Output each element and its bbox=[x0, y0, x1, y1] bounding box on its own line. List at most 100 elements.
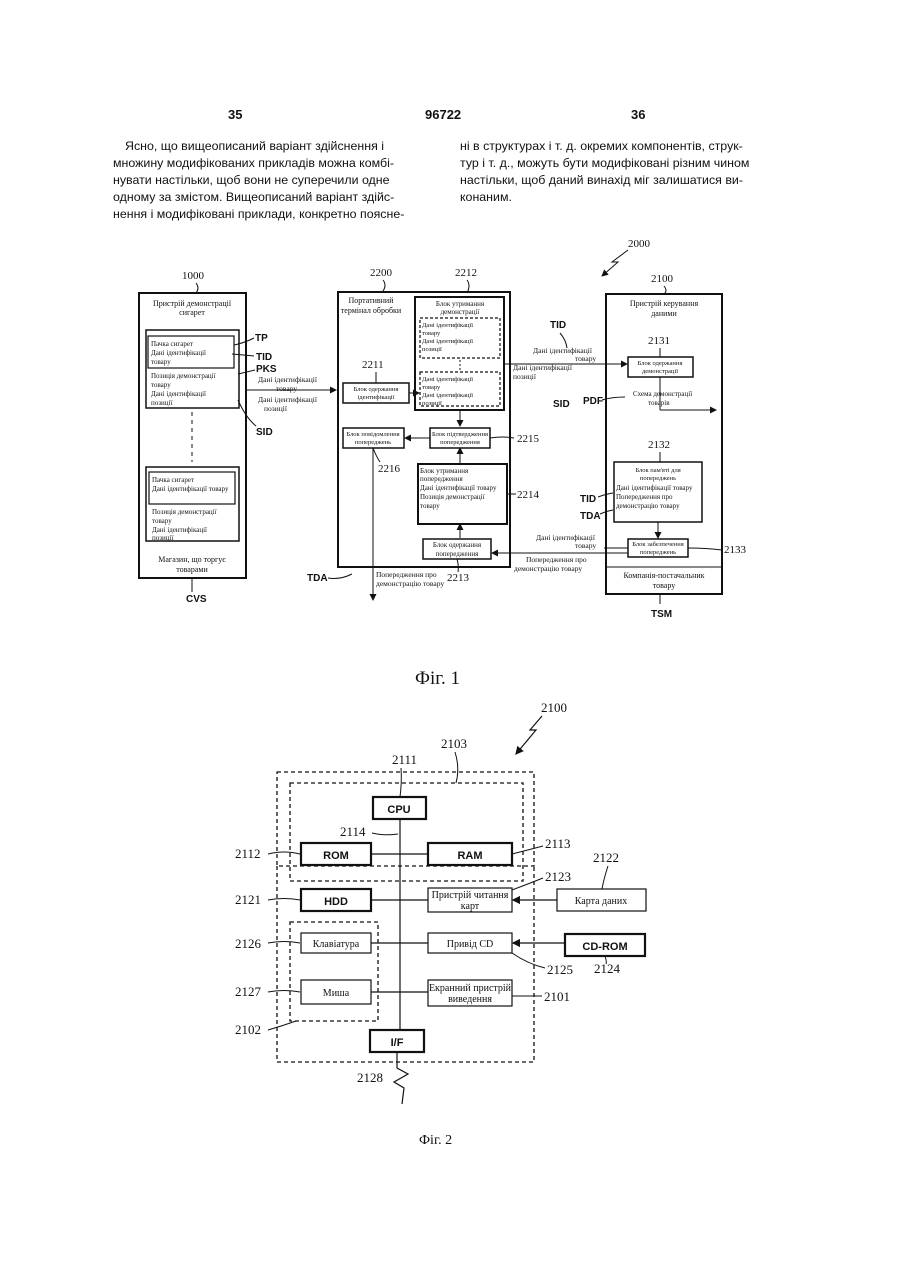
label: товару bbox=[152, 517, 172, 525]
ref-label: 2103 bbox=[441, 736, 467, 751]
label: демонстрації bbox=[441, 308, 480, 316]
code-label: TDA bbox=[307, 573, 328, 584]
label: ідентифікації bbox=[358, 394, 395, 401]
label: Дані ідентифікації товару bbox=[420, 484, 497, 492]
ref-label: 2125 bbox=[547, 962, 573, 977]
label: демонстрацію товару bbox=[376, 579, 444, 588]
ref-label: 2128 bbox=[357, 1070, 383, 1085]
label: демонстрацію товару bbox=[514, 564, 582, 573]
label: позиції bbox=[422, 400, 442, 407]
ref-label: 2123 bbox=[545, 869, 571, 884]
label: Дані ідентифікації bbox=[258, 395, 318, 404]
label: Дані ідентифікації bbox=[258, 375, 318, 384]
label: Дані ідентифікації bbox=[422, 338, 473, 345]
label: позиції bbox=[422, 346, 442, 353]
label: Блок утримання bbox=[420, 467, 469, 475]
code-label: TP bbox=[255, 333, 268, 344]
label: Дані ідентифікації товару bbox=[616, 484, 693, 492]
label: Дані ідентифікації bbox=[151, 349, 206, 357]
label: Позиція демонстрації bbox=[151, 372, 216, 380]
ref-label: 2111 bbox=[392, 752, 417, 767]
ref-label: 2100 bbox=[651, 273, 674, 285]
label: товарами bbox=[176, 565, 208, 574]
label: демонстрації bbox=[642, 368, 678, 375]
label: Пачка сигарет bbox=[152, 476, 194, 484]
label: Попередження про bbox=[376, 570, 437, 579]
label: попередження bbox=[440, 439, 480, 446]
label: Пачка сигарет bbox=[151, 340, 193, 348]
ref-label: 2126 bbox=[235, 936, 262, 951]
label: позиції bbox=[151, 399, 172, 407]
label: товару bbox=[151, 358, 171, 366]
label: товару bbox=[422, 330, 441, 337]
label: товару bbox=[653, 581, 676, 590]
ram-label: RAM bbox=[457, 850, 482, 862]
ref-label: 2102 bbox=[235, 1022, 261, 1037]
store-title: сигарет bbox=[179, 308, 205, 317]
code-label: TSM bbox=[651, 609, 672, 620]
code-label: TID bbox=[580, 494, 596, 505]
input-devices-box bbox=[290, 922, 378, 1021]
label: Пристрій керування bbox=[630, 299, 699, 308]
label: Магазин, що торгує bbox=[158, 555, 226, 564]
code-label: PKS bbox=[256, 364, 277, 375]
label: товару bbox=[575, 354, 596, 363]
label: Дані ідентифікації bbox=[422, 392, 473, 399]
ref-label: 2133 bbox=[724, 544, 747, 556]
label: Дані ідентифікації bbox=[152, 526, 207, 534]
code-label: TDA bbox=[580, 511, 601, 522]
code-label: SID bbox=[553, 399, 570, 410]
figure-1: 2000 1000 Пристрій демонстрації сигарет … bbox=[139, 238, 747, 620]
ref-label: 2214 bbox=[517, 489, 540, 501]
cpu-label: CPU bbox=[387, 804, 410, 816]
label: Пристрій читання bbox=[432, 890, 509, 901]
label: Блок повідомлення bbox=[346, 431, 399, 438]
label: Компанія-постачальник bbox=[623, 571, 704, 580]
ref-label: 2127 bbox=[235, 984, 262, 999]
label: Попередження про bbox=[526, 555, 587, 564]
label: попереджень bbox=[640, 549, 676, 556]
label: демонстрацію товару bbox=[616, 502, 680, 510]
figure-2: 2100 2103 2111 2114 CPU ROM RAM 2112 211… bbox=[235, 700, 646, 1104]
code-label: SID bbox=[256, 427, 273, 438]
label: Карта даних bbox=[575, 896, 628, 907]
figure-2-caption: Фіг. 2 bbox=[419, 1133, 452, 1149]
ref-label: 2213 bbox=[447, 572, 470, 584]
ref-label: 2101 bbox=[544, 989, 570, 1004]
ref-label: 2216 bbox=[378, 463, 401, 475]
ref-label: 2112 bbox=[235, 846, 261, 861]
label: Дані ідентифікації bbox=[422, 376, 473, 383]
label: Дані ідентифікації bbox=[422, 322, 473, 329]
store-title: Пристрій демонстрації bbox=[153, 299, 232, 308]
label: Привід CD bbox=[447, 939, 494, 950]
label: товару bbox=[420, 502, 440, 510]
label: Портативний bbox=[348, 296, 394, 305]
code-label: CVS bbox=[186, 594, 207, 605]
label: даними bbox=[651, 309, 677, 318]
label: Блок одержання bbox=[638, 360, 683, 367]
label: товару bbox=[575, 541, 596, 550]
label: Блок пам'яті для bbox=[635, 467, 680, 474]
label: позиції bbox=[264, 404, 288, 413]
label: Клавіатура bbox=[313, 939, 360, 950]
label: товару bbox=[276, 384, 297, 393]
hdd-label: HDD bbox=[324, 896, 348, 908]
label: товару bbox=[151, 381, 171, 389]
label: Блок забезпечення bbox=[632, 541, 683, 548]
ref-label: 2211 bbox=[362, 359, 384, 371]
ref-label: 2215 bbox=[517, 433, 540, 445]
rom-label: ROM bbox=[323, 850, 349, 862]
ref-label: 2000 bbox=[628, 238, 651, 250]
ref-label: 2132 bbox=[648, 439, 670, 451]
label: Попередження про bbox=[616, 493, 673, 501]
label: товарів bbox=[648, 399, 670, 407]
ref-label: 2124 bbox=[594, 961, 621, 976]
label: Дані ідентифікації bbox=[151, 390, 206, 398]
code-label: PDF bbox=[583, 396, 603, 407]
label: Блок одержання bbox=[433, 541, 482, 549]
label: Блок підтвердження bbox=[432, 431, 488, 438]
label: Схема демонстрації bbox=[633, 390, 692, 398]
label: Блок утримання bbox=[436, 300, 485, 308]
label: Позиція демонстрації bbox=[152, 508, 217, 516]
